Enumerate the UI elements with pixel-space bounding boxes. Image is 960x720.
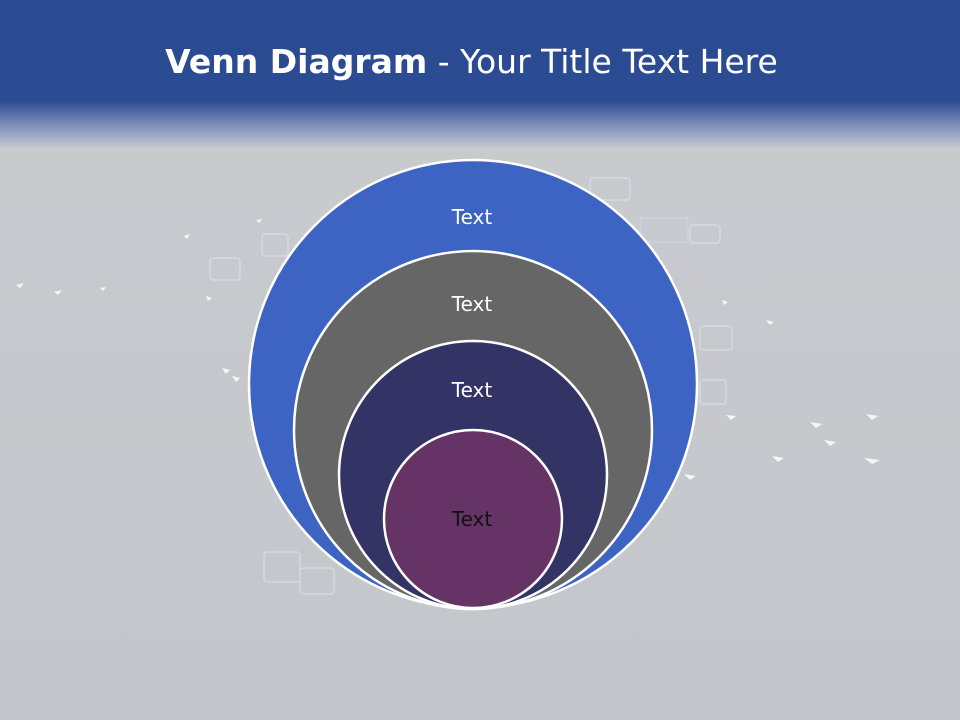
venn-label-inner: Text — [451, 507, 493, 531]
slide-title: Venn Diagram - Your Title Text Here — [0, 40, 943, 84]
circle-inner-group: Text — [382, 428, 564, 610]
title-bold: Venn Diagram — [165, 42, 428, 81]
background-decoration — [16, 177, 880, 595]
venn-circle-inner — [382, 428, 564, 610]
title-rest: - Your Title Text Here — [427, 42, 778, 81]
venn-label-second: Text — [451, 292, 493, 316]
title-bar: Venn Diagram - Your Title Text Here — [0, 0, 960, 148]
venn-label-third: Text — [451, 378, 493, 402]
venn-label-outer: Text — [451, 205, 493, 229]
